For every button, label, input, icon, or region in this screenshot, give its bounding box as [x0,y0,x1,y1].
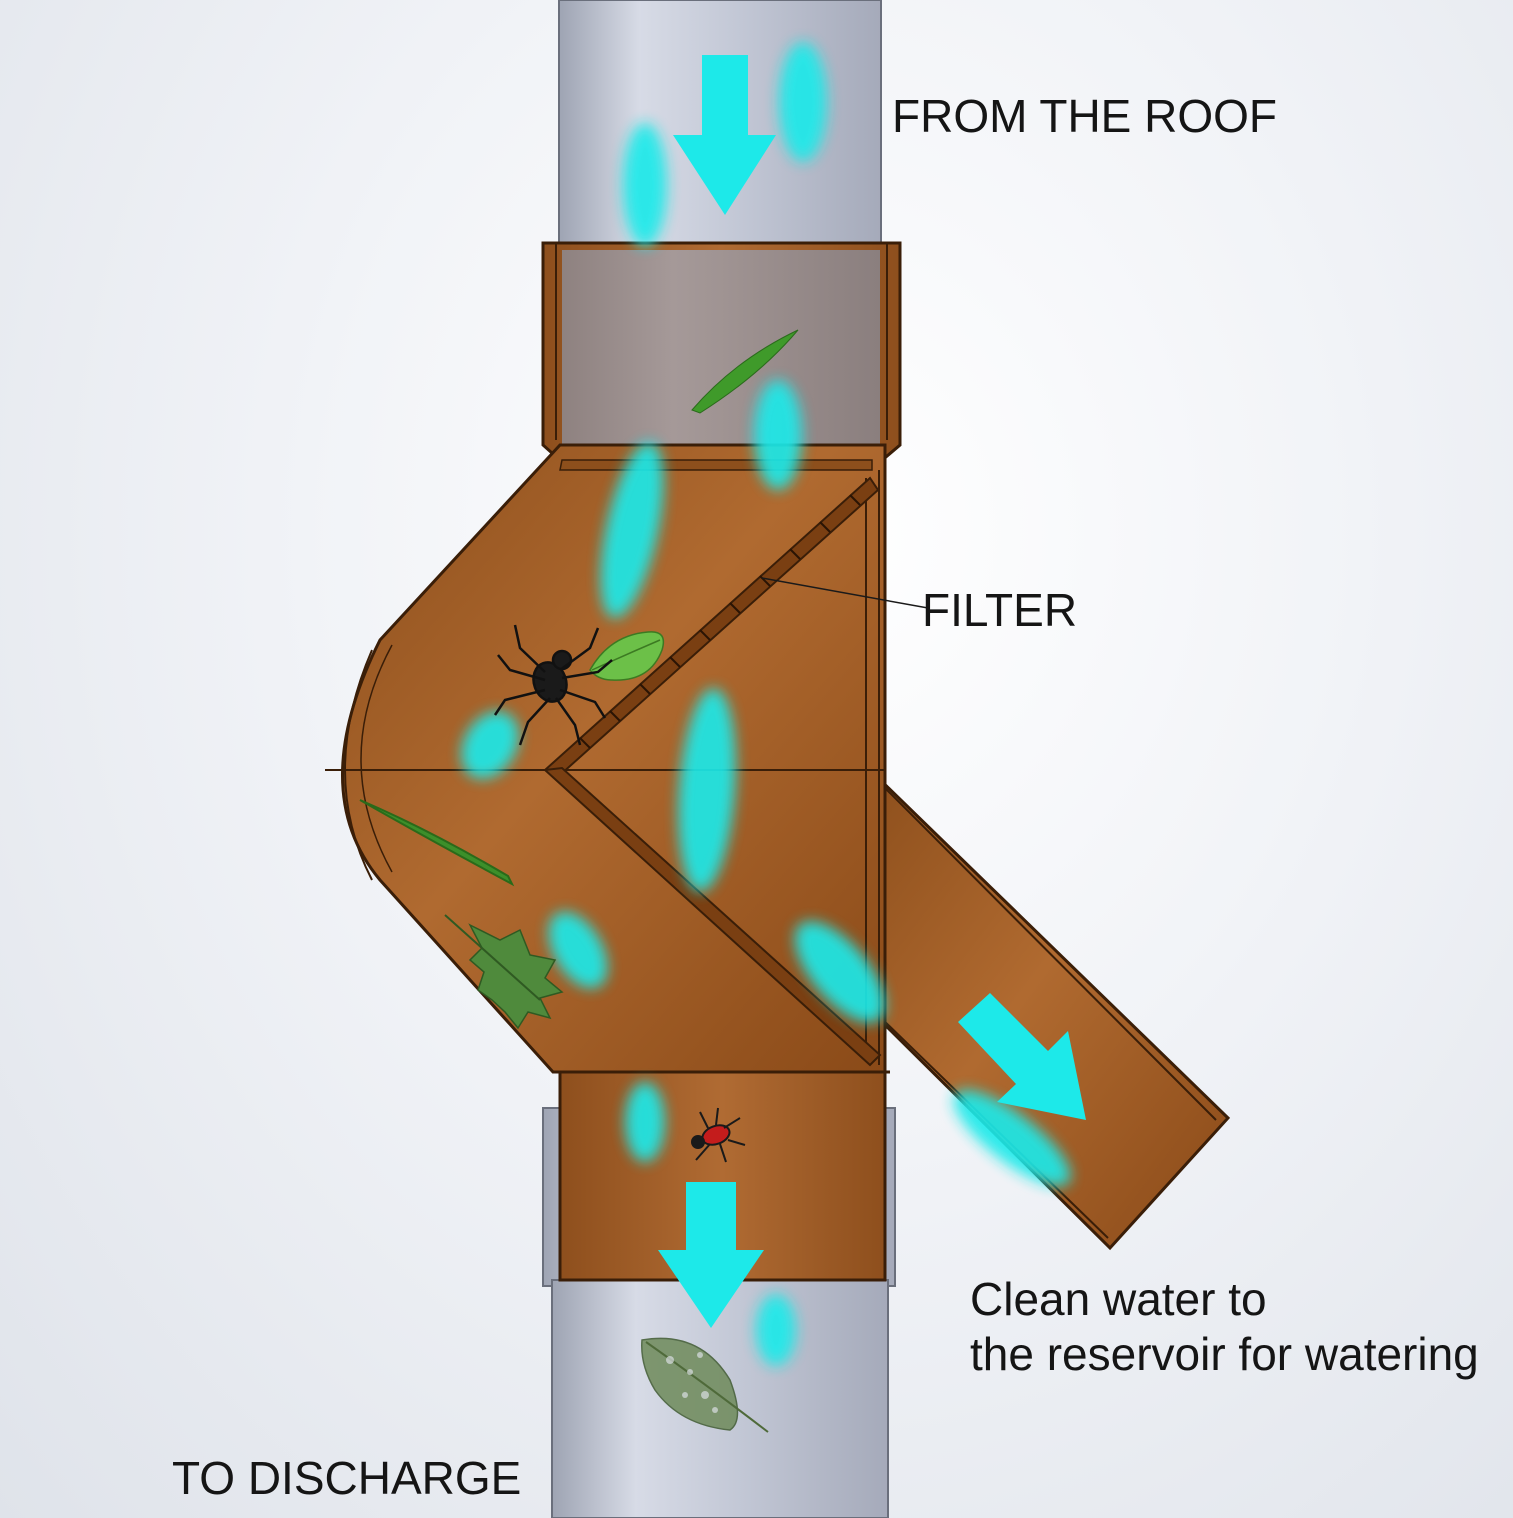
label-to-discharge: TO DISCHARGE [172,1452,522,1504]
grass-blade-icon [359,799,515,887]
diverter-housing [325,241,1231,1282]
label-clean-water-line2: the reservoir for watering [970,1328,1479,1381]
water-droplets [461,42,1071,1366]
arrow-down-icon [673,55,776,215]
arrow-down-icon [658,1182,764,1328]
label-filter: FILTER [922,584,1078,636]
filter-screen [542,476,929,1067]
oak-leaf-icon [444,914,564,1030]
ladybug-icon [691,1107,746,1163]
leaf-icon [589,631,665,681]
label-clean-water-line1: Clean water to [970,1273,1267,1325]
spider-icon [493,624,613,746]
label-clean-water: Clean water to the reservoir for waterin… [970,1272,1479,1382]
arrow-diagonal-icon [958,993,1086,1120]
grass-blade-icon [691,329,799,414]
skeleton-leaf-icon [641,1337,769,1433]
label-from-the-roof: FROM THE ROOF [892,90,1278,142]
